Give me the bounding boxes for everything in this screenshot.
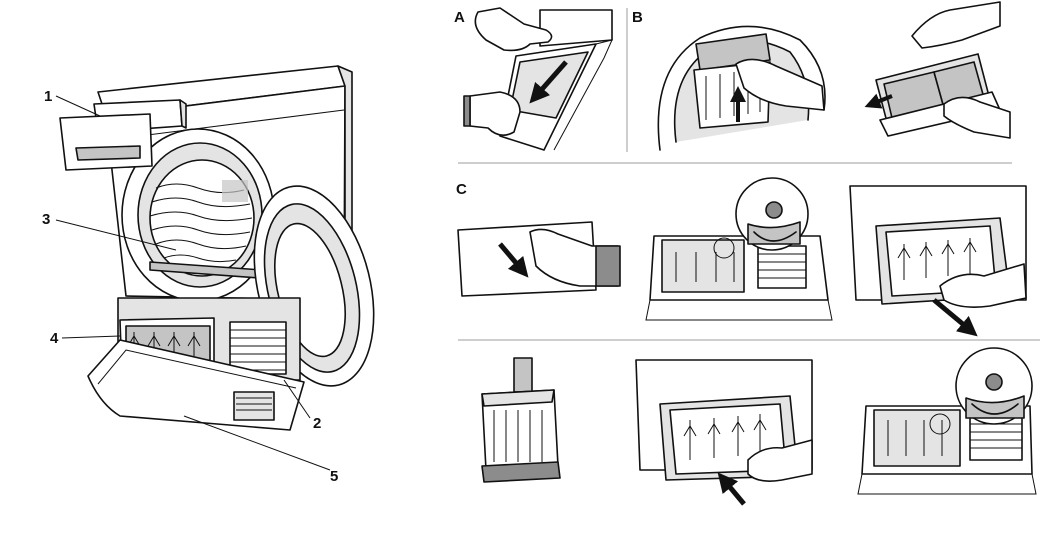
callout-5: 5 [330, 468, 338, 485]
dryer-overview-illustration [55, 65, 375, 471]
panel-c2-heat-exchanger-latch [645, 177, 833, 321]
step-label-b: B [632, 9, 643, 26]
callout-4: 4 [50, 330, 59, 347]
panel-c5-insert-heat-exchanger [635, 359, 813, 506]
panel-c4-rinse-heat-exchanger [481, 357, 561, 483]
panel-c6-close-latch [857, 347, 1037, 495]
panel-c3-pull-heat-exchanger [849, 185, 1027, 337]
step-label-a: A [454, 9, 465, 26]
callout-2: 2 [313, 415, 321, 432]
step-label-c: C [456, 181, 467, 198]
panel-c1-open-kickplate [457, 221, 621, 297]
callout-3: 3 [42, 211, 50, 228]
panel-b-door-filter-removal [657, 1, 1011, 151]
callout-1: 1 [44, 88, 52, 105]
panel-a-water-tank-removal [463, 7, 613, 151]
